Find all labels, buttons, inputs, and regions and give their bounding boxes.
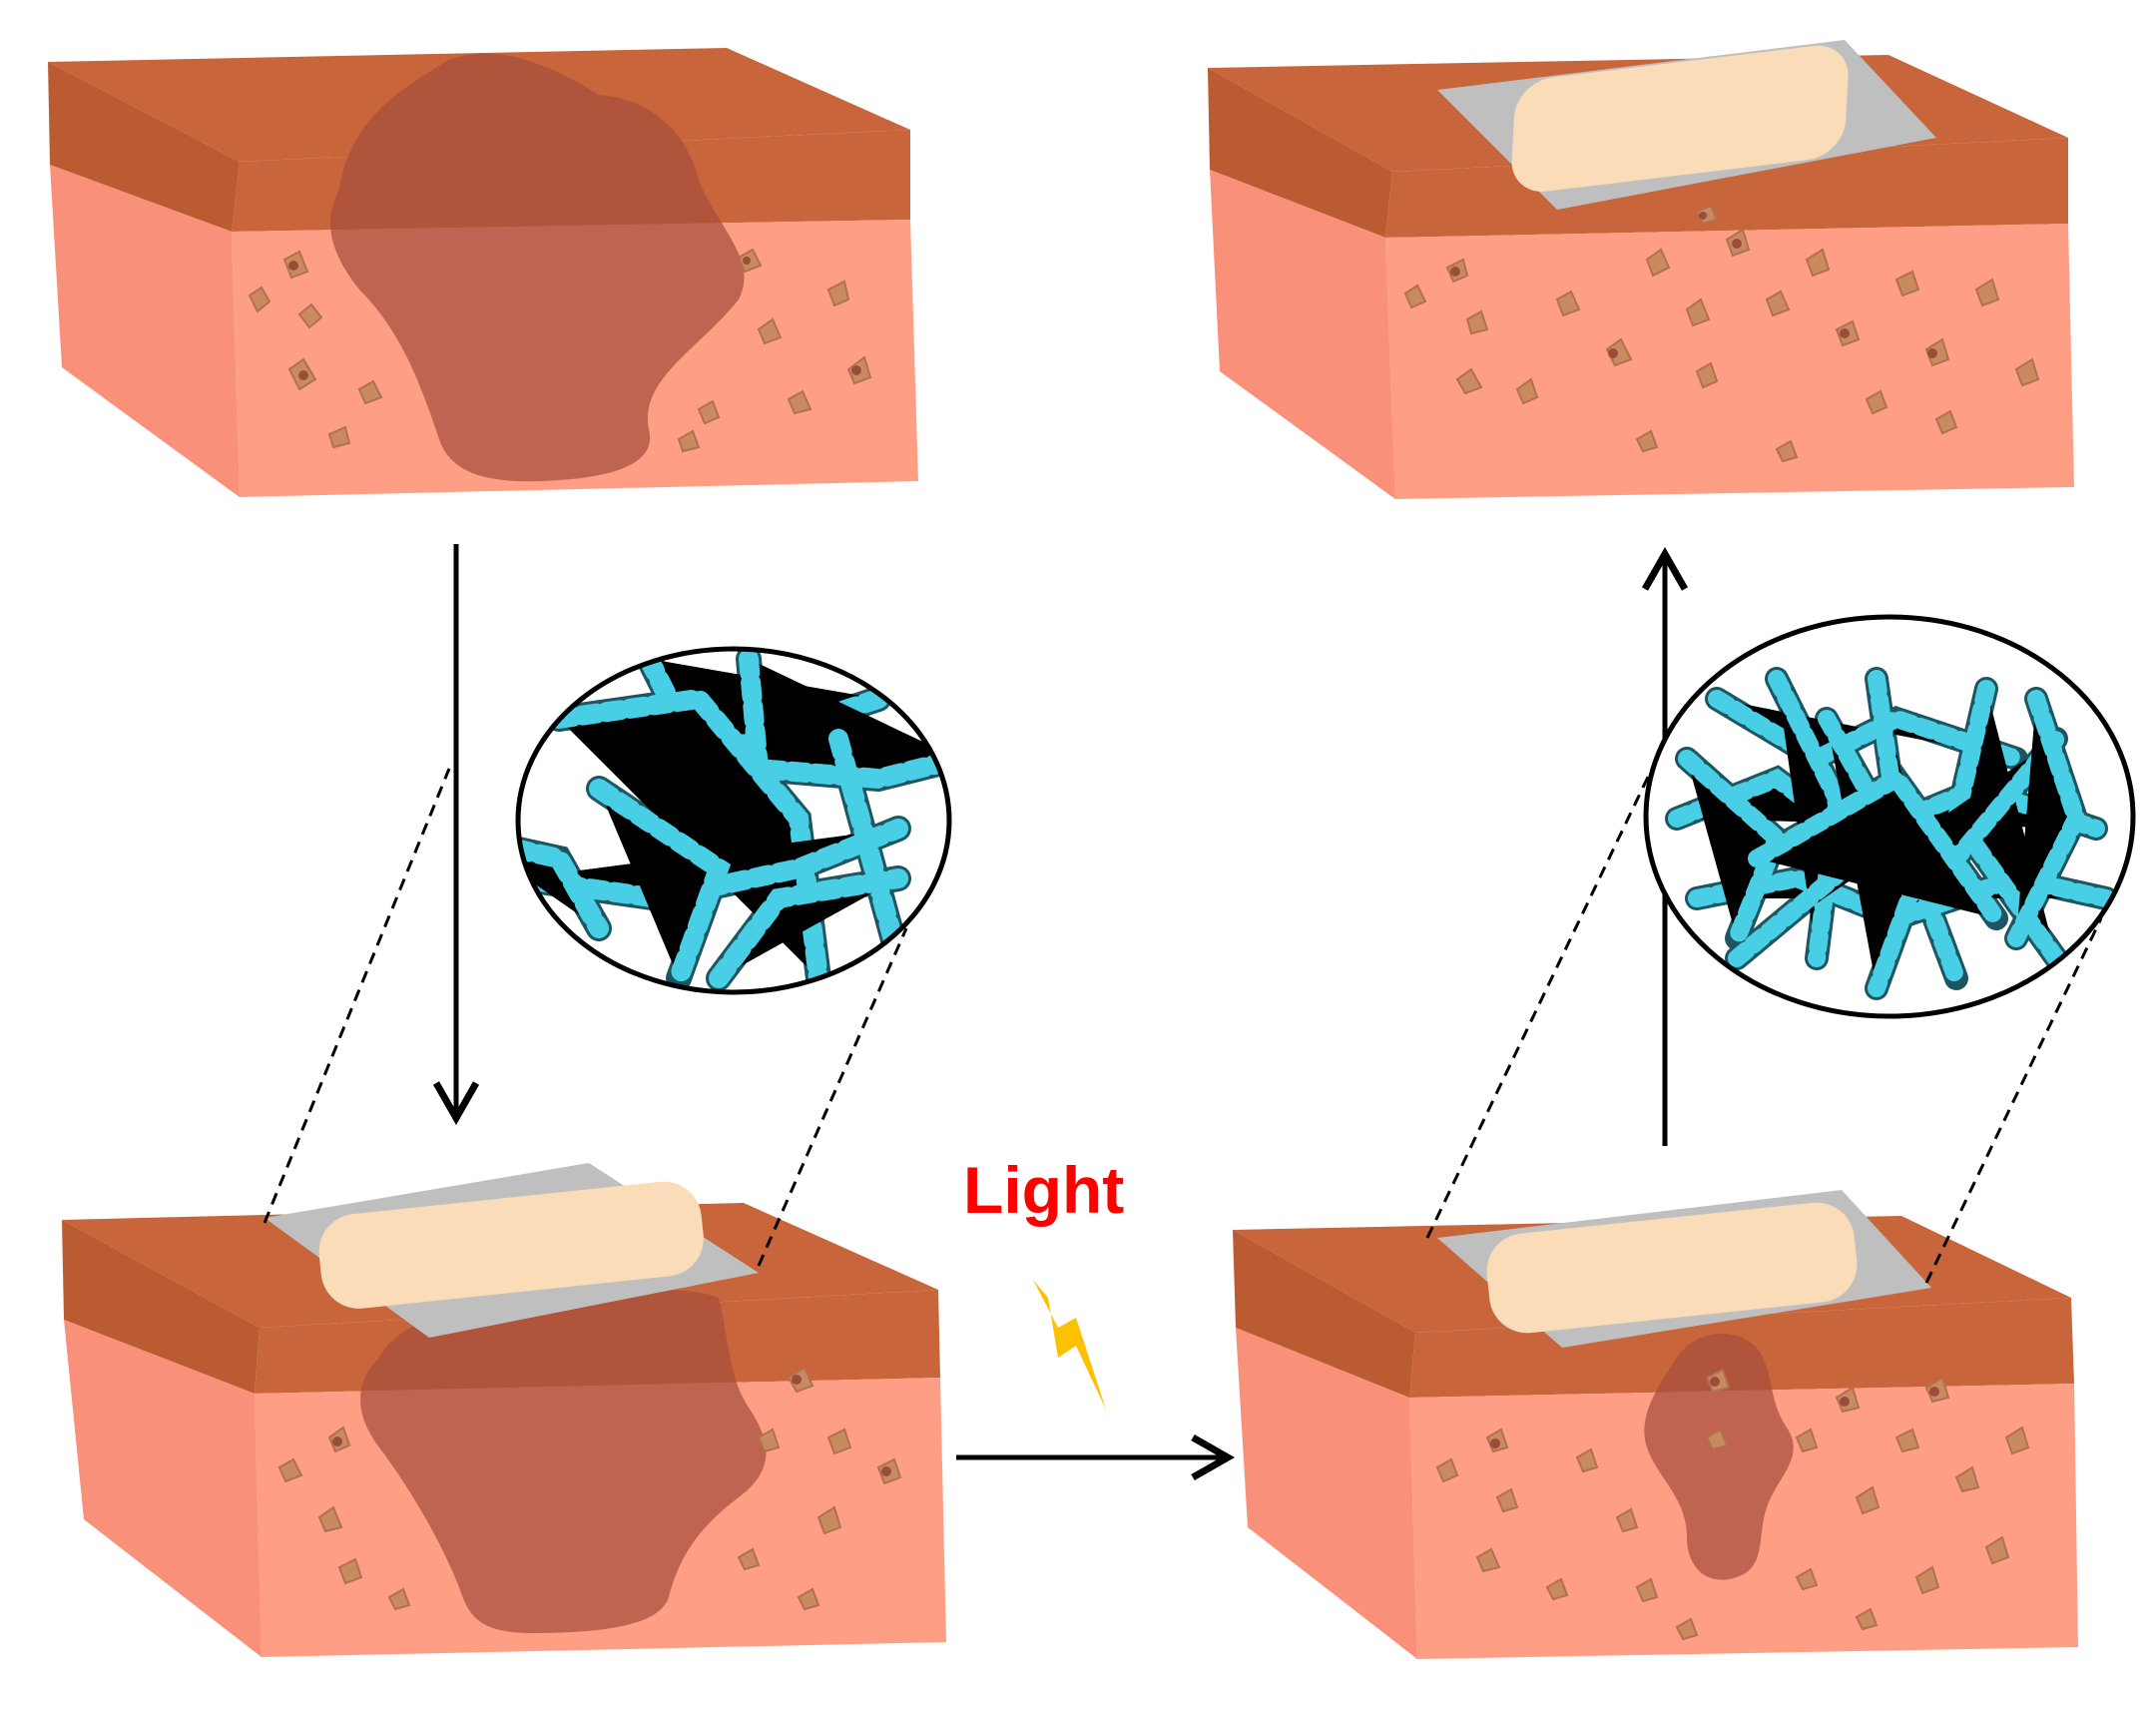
dermis-front [1385, 224, 2074, 499]
wound-patch [1437, 1190, 1931, 1348]
cell-cores [332, 1375, 891, 1476]
skin-block-healed [1208, 40, 2074, 499]
epidermis-front [1385, 138, 2068, 238]
cell-cores [1490, 1377, 1939, 1448]
epidermis-side-left [62, 1220, 260, 1394]
wound-region [360, 1289, 767, 1634]
light-label: Light [963, 1153, 1124, 1227]
fiber-network-zoom-2 [1643, 614, 2136, 1019]
wound-region [1644, 1334, 1794, 1580]
skin-block-patch [62, 1163, 946, 1657]
epidermis-side-left [48, 62, 240, 232]
cells-cluster [248, 248, 872, 453]
wound-patch [1437, 40, 1936, 210]
dermis-side-left [50, 165, 240, 497]
zoom-guide-left-2 [1425, 768, 1654, 1239]
cells-cluster [1403, 204, 2040, 463]
zoom-guides [263, 768, 2103, 1284]
fiber-network-zoom-1 [515, 646, 952, 995]
dermis-side-left [1236, 1328, 1417, 1659]
wound-region [330, 53, 745, 482]
cells-cluster [277, 1366, 902, 1611]
zoom-guide-left-1 [263, 768, 451, 1224]
wound-patch [265, 1163, 759, 1338]
cells-cluster [1435, 1368, 2030, 1641]
epidermis-side-left [1233, 1230, 1415, 1398]
dermis-side-left [64, 1320, 262, 1657]
zoom-guide-right-2 [1924, 917, 2103, 1284]
skin-block-healing [1233, 1190, 2078, 1659]
skin-block-wound [48, 48, 918, 497]
patch-pad [318, 1181, 704, 1309]
patch-pad [1511, 45, 1849, 192]
dermis-side-left [1210, 170, 1395, 499]
patch-pad [1486, 1202, 1858, 1334]
cell-cores [288, 257, 861, 380]
cell-cores [1450, 212, 1937, 358]
zoom-guide-right-1 [757, 927, 908, 1267]
lightning-icon [1033, 1280, 1106, 1410]
epidermis-side-left [1208, 68, 1392, 238]
